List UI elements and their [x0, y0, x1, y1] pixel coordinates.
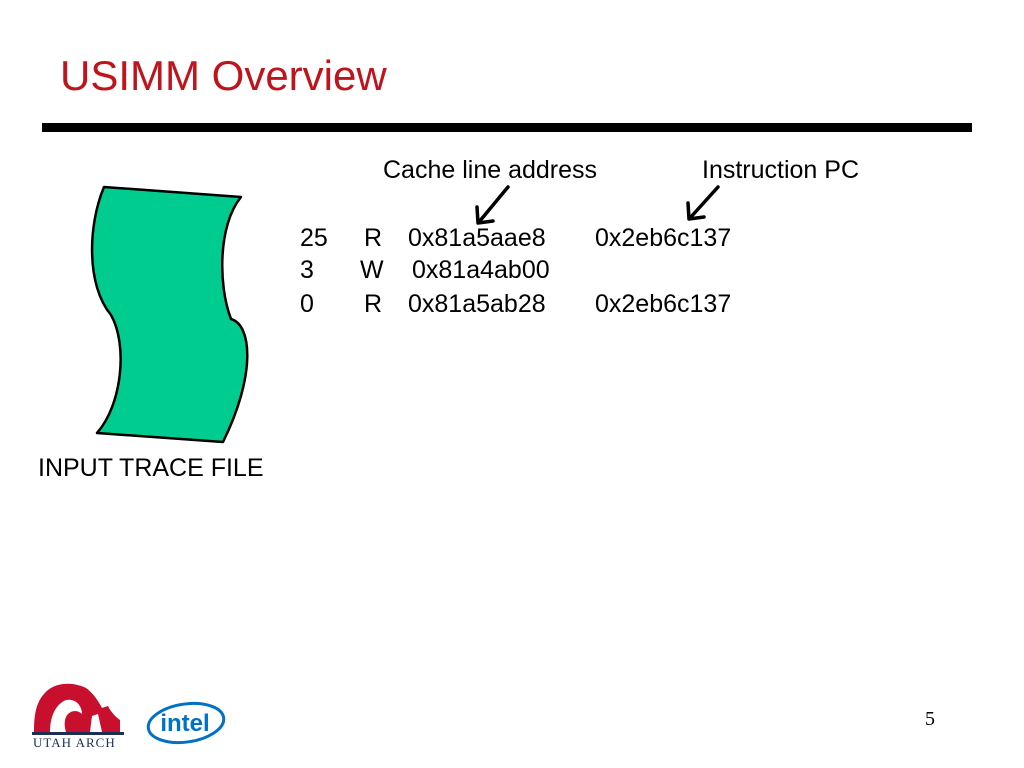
page-number: 5: [925, 708, 935, 730]
trace-delay: 0: [300, 290, 314, 318]
trace-file-caption: INPUT TRACE FILE: [38, 454, 264, 482]
trace-type: R: [364, 290, 383, 318]
trace-type: W: [360, 256, 384, 284]
slide-title: USIMM Overview: [60, 52, 387, 99]
cache-line-address-label: Cache line address: [383, 156, 598, 184]
trace-address: 0x81a4ab00: [412, 256, 550, 284]
instruction-pc-label: Instruction PC: [702, 156, 860, 184]
trace-file-tape-icon: [90, 185, 249, 444]
intel-logo-text: intel: [160, 710, 209, 737]
trace-address: 0x81a5ab28: [408, 290, 546, 318]
trace-type: R: [364, 224, 383, 252]
trace-delay: 3: [300, 256, 314, 284]
intel-logo: intel: [146, 701, 226, 745]
instruction-pc-arrow-icon: [686, 185, 720, 221]
cache-line-address-arrow-icon: [475, 185, 510, 225]
trace-pc: 0x2eb6c137: [595, 224, 732, 252]
trace-address: 0x81a5aae8: [408, 224, 546, 252]
utah-arch-logo: [32, 683, 124, 735]
utah-arch-logo-text: UTAH ARCH: [33, 735, 116, 750]
title-underline: [42, 123, 972, 132]
trace-pc: 0x2eb6c137: [595, 290, 732, 318]
trace-delay: 25: [300, 224, 328, 252]
